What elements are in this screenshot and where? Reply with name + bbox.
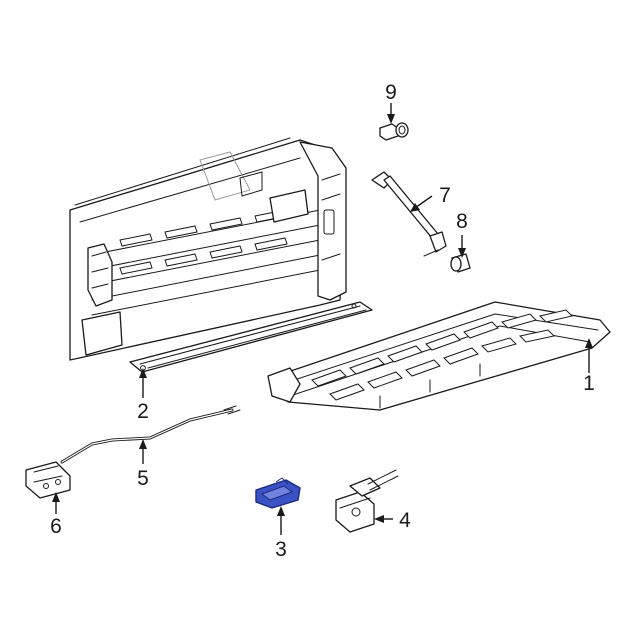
callout-label-6: 6 [50, 515, 62, 538]
part-2-seal-strip [129, 301, 373, 373]
part-7-support-cable [371, 171, 447, 257]
part-1-tailgate [267, 301, 611, 411]
callout-label-5: 5 [137, 467, 149, 490]
callout-7: 7 [410, 184, 451, 212]
callout-2: 2 [137, 368, 149, 423]
callout-5: 5 [137, 439, 149, 490]
callout-9: 9 [385, 81, 397, 124]
part-5-latch-rod [60, 405, 241, 464]
part-3-handle-highlighted [255, 477, 301, 509]
part-8-bushing [450, 253, 471, 273]
callout-label-7: 7 [439, 184, 451, 207]
part-6-hinge [25, 461, 71, 499]
part-4-latch [335, 469, 399, 533]
callout-label-8: 8 [456, 210, 468, 233]
callout-label-3: 3 [275, 538, 287, 561]
callout-1: 1 [583, 338, 595, 395]
callout-8: 8 [456, 210, 468, 258]
callout-3: 3 [275, 506, 287, 561]
callout-label-4: 4 [399, 509, 411, 532]
callout-label-1: 1 [583, 372, 595, 395]
callout-4: 4 [374, 509, 411, 532]
part-9-bolt [379, 122, 409, 141]
callout-label-2: 2 [137, 400, 149, 423]
callout-label-9: 9 [385, 81, 397, 104]
truck-bed-outline [69, 137, 347, 361]
callout-6: 6 [50, 492, 62, 538]
